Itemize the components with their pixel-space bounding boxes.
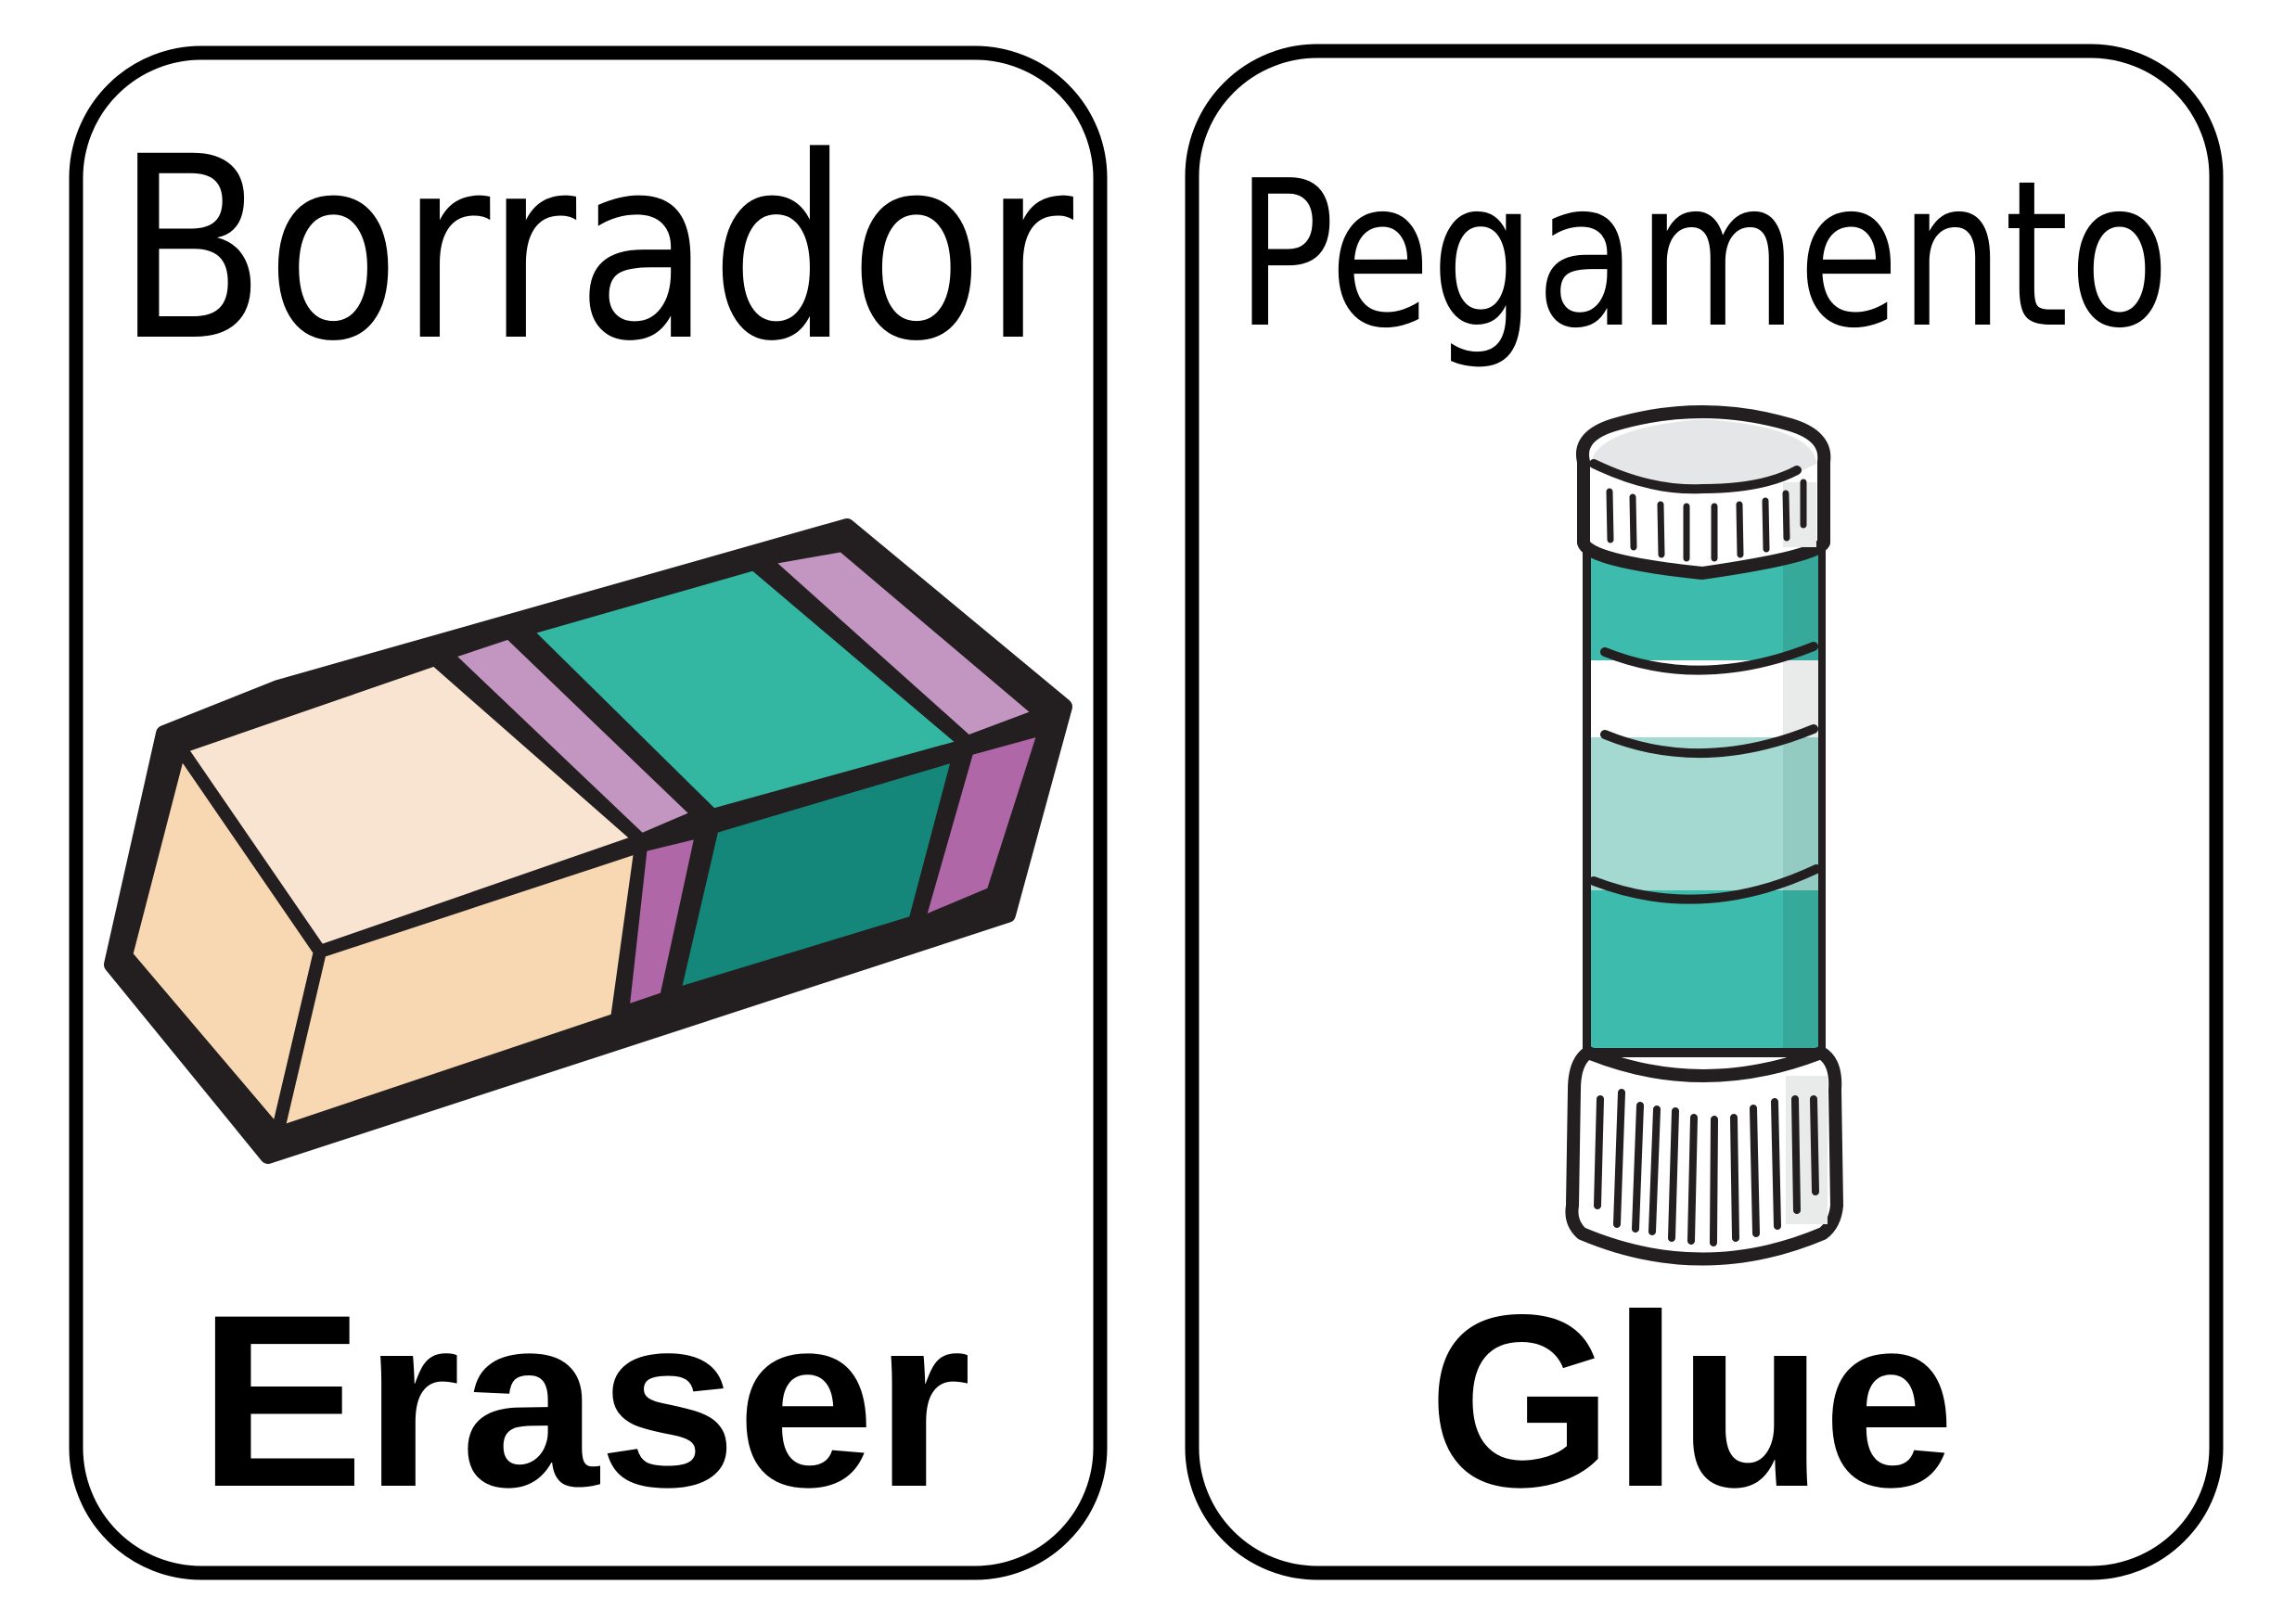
eraser-sleeve-front [616,824,709,1019]
eraser-end-front [911,722,1052,931]
glue-band-teal-bottom [1591,890,1818,1048]
flashcard-eraser: Borrador Eraser [69,45,1108,1580]
glue-cap-ridges [1606,479,1807,562]
glue-band-line [1600,642,1818,675]
glue-band-line [1589,864,1821,904]
flashcard-glue: Pegamento [1185,44,2224,1580]
glue-bottom-ridges [1594,1089,1819,1246]
spanish-word: Borrador [116,104,1076,397]
glue-stick-icon [1565,405,1843,1266]
glue-shading-4 [1783,890,1818,1048]
spanish-word: Pegamento [1236,138,2170,373]
english-word: Glue [1429,1264,1955,1539]
english-word: Eraser [199,1264,971,1539]
glue-band-white [1591,660,1818,748]
glue-band-line [1600,724,1818,759]
eraser-end-top [757,539,1048,748]
eraser-front-face [271,839,648,1140]
glue-cap-rim [1589,459,1802,494]
glue-cap-lid [1591,419,1816,492]
eraser-sleeve-top [439,626,706,847]
glue-band-light-teal [1591,737,1818,900]
eraser-icon [104,518,1072,1164]
